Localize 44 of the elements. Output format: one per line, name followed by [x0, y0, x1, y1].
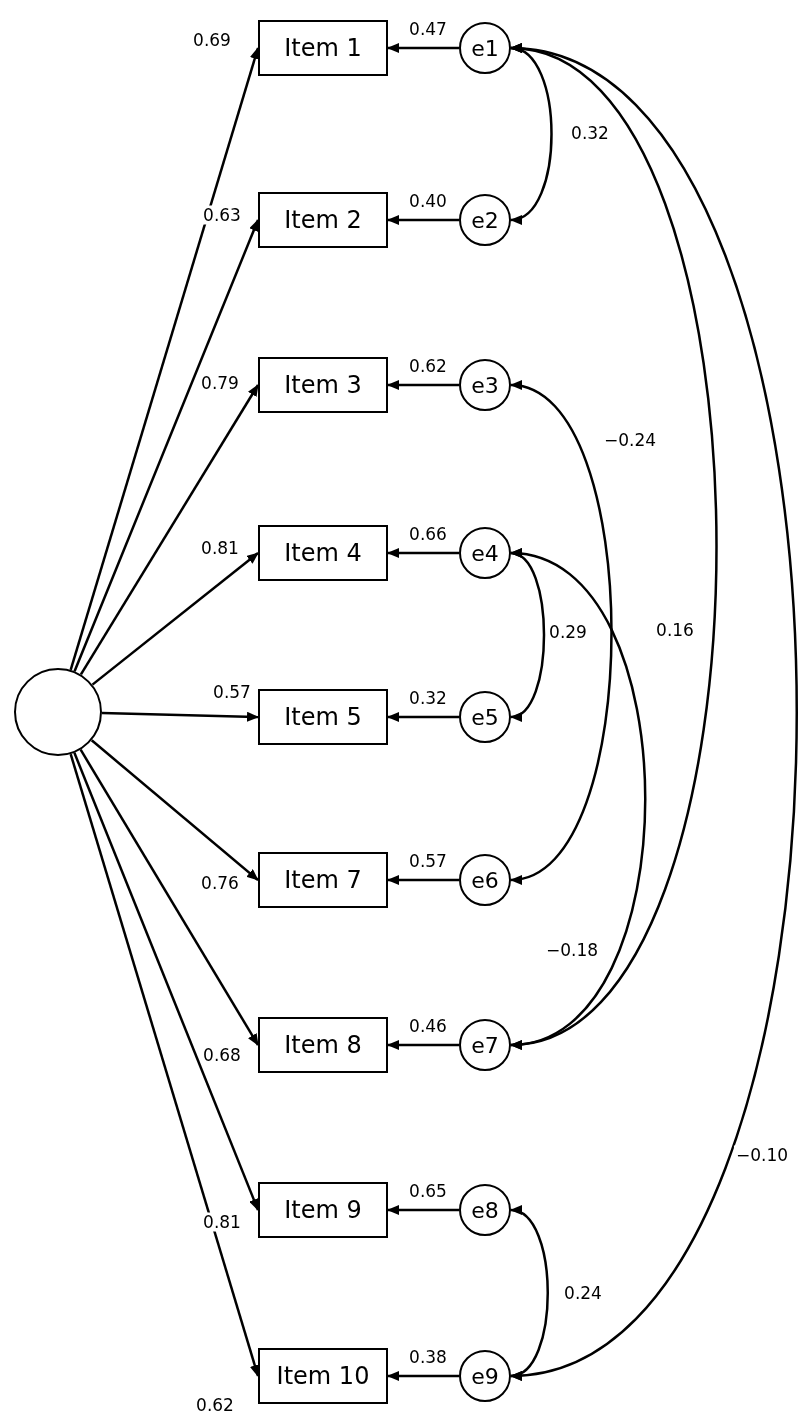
variable-box: Item 10	[258, 1348, 388, 1404]
variable-box: Item 7	[258, 852, 388, 908]
error-circle: e6	[459, 854, 511, 906]
arrow	[73, 752, 260, 1211]
arrow	[387, 548, 459, 558]
double-headed-arrow	[510, 551, 546, 719]
arrow	[90, 739, 259, 881]
arrow	[387, 712, 459, 722]
arrow	[91, 552, 259, 686]
arrow	[387, 1040, 459, 1050]
arrow	[387, 1371, 459, 1381]
variable-box: Item 2	[258, 192, 388, 248]
arrow	[79, 749, 260, 1046]
error-circle: e9	[459, 1350, 511, 1402]
arrow	[387, 875, 459, 885]
error-circle: e7	[459, 1019, 511, 1071]
arrow	[387, 215, 459, 225]
double-headed-arrow	[510, 46, 798, 1378]
variable-box: Item 3	[258, 357, 388, 413]
arrow	[69, 753, 260, 1377]
edge-label: 0.63	[201, 205, 243, 225]
error-circle: e2	[459, 194, 511, 246]
error-circle: e4	[459, 527, 511, 579]
error-circle: e5	[459, 691, 511, 743]
variable-box: Item 8	[258, 1017, 388, 1073]
error-circle: e8	[459, 1184, 511, 1236]
error-circle: e3	[459, 359, 511, 411]
double-headed-arrow	[510, 383, 613, 882]
arrow	[101, 711, 259, 722]
arrow	[387, 43, 459, 53]
circle-node	[14, 668, 102, 756]
edge-label: 0.81	[201, 1212, 243, 1232]
variable-box: Item 1	[258, 20, 388, 76]
double-headed-arrow	[510, 550, 647, 1048]
variable-box: Item 4	[258, 525, 388, 581]
double-headed-arrow	[510, 1208, 549, 1378]
arrow	[69, 47, 260, 671]
arrow	[73, 219, 260, 672]
arrow	[79, 384, 260, 676]
variable-box: Item 9	[258, 1182, 388, 1238]
arrow	[387, 380, 459, 390]
variable-box: Item 5	[258, 689, 388, 745]
arrow	[387, 1205, 459, 1215]
error-circle: e1	[459, 22, 511, 74]
